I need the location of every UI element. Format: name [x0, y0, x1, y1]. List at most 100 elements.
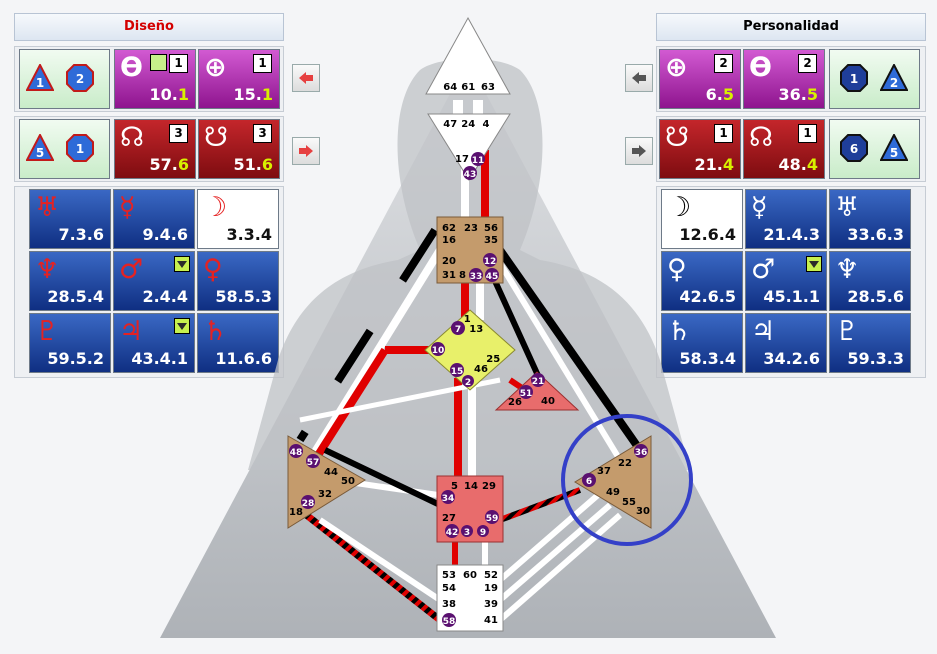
- root-gate: 54: [442, 583, 456, 594]
- design-mars-cell[interactable]: ♂ 2.4.4: [113, 251, 195, 311]
- design-saturn-cell[interactable]: ♄11.6.6: [197, 313, 279, 373]
- design-pluto-cell[interactable]: ♇59.5.2: [29, 313, 111, 373]
- design-uranus-cell[interactable]: ♅7.3.6: [29, 189, 111, 249]
- venus-icon: ♀: [667, 254, 687, 285]
- personality-arrow-left-button[interactable]: [625, 64, 653, 92]
- neptune-icon: ♆: [35, 254, 60, 285]
- root-gate: 41: [484, 615, 498, 626]
- gate-marker-label: 6: [586, 477, 592, 487]
- design-jupiter-cell[interactable]: ♃43.4.1: [113, 313, 195, 373]
- personality-arrow-right-button[interactable]: [625, 137, 653, 165]
- gate-marker-label: 48: [290, 448, 303, 458]
- personality-jupiter-cell[interactable]: ♃34.2.6: [745, 313, 827, 373]
- earth-symbol: ⊕: [204, 52, 227, 83]
- g-gate: 13: [469, 324, 483, 335]
- octagon-badge: 1: [66, 134, 94, 162]
- gate-marker-label: 10: [432, 346, 445, 356]
- planet-value: 34.2.6: [763, 349, 820, 368]
- mars-icon: ♂: [119, 254, 144, 285]
- gate-marker-label: 34: [442, 494, 455, 504]
- design-sun-cell[interactable]: ϴ 1 10.1: [114, 49, 196, 109]
- svg-text:5 14 29 27: 5 14 29 27: [442, 481, 499, 524]
- heart-gate: 26: [508, 397, 522, 408]
- ajna-gate: 4: [483, 119, 490, 130]
- personality-venus-cell[interactable]: ♀ 42.6.5: [661, 251, 743, 311]
- gate-marker-label: 3: [464, 528, 470, 538]
- design-moon-cell[interactable]: ☽3.3.4: [197, 189, 279, 249]
- planet-value: 2.4.4: [142, 287, 188, 306]
- g-gate: 46: [474, 364, 488, 375]
- personality-neptune-cell[interactable]: ♆28.5.6: [829, 251, 911, 311]
- planet-value: 42.6.5: [679, 287, 736, 306]
- throat-gate: 20: [442, 256, 456, 267]
- svg-text:6: 6: [850, 142, 858, 156]
- gate-marker-label: 36: [635, 448, 648, 458]
- throat-gate: 62: [442, 223, 456, 234]
- personality-south-node-cell[interactable]: ☋ 1 21.4: [659, 119, 741, 179]
- pluto-icon: ♇: [35, 316, 60, 347]
- design-south-node-cell[interactable]: ☋ 3 51.6: [198, 119, 280, 179]
- design-north-node-cell[interactable]: ☊ 3 57.6: [114, 119, 196, 179]
- solar-gate: 55: [622, 497, 636, 508]
- personality-earth-cell[interactable]: ⊕ 2 6.5: [659, 49, 741, 109]
- root-gate: 60: [463, 570, 477, 581]
- spleen-gate: 18: [289, 507, 303, 518]
- svg-text:1: 1: [76, 142, 84, 156]
- svg-text:2: 2: [76, 72, 84, 86]
- personality-uranus-cell[interactable]: ♅33.6.3: [829, 189, 911, 249]
- personality-moon-cell[interactable]: ☽12.6.4: [661, 189, 743, 249]
- arrow-up-icon: [150, 54, 167, 71]
- line-number: 2: [714, 54, 733, 73]
- planet-value: 11.6.6: [215, 349, 272, 368]
- design-arrow-right-button[interactable]: [292, 137, 320, 165]
- planet-value: 3.3.4: [226, 225, 272, 244]
- line-number: 1: [253, 54, 272, 73]
- planet-value: 9.4.6: [142, 225, 188, 244]
- svg-text:1: 1: [850, 72, 858, 86]
- design-mercury-cell[interactable]: ☿ 9.4.6: [113, 189, 195, 249]
- north-node-value: 57.6: [149, 155, 189, 174]
- g-gate: 25: [486, 354, 500, 365]
- personality-mercury-cell[interactable]: ☿21.4.3: [745, 189, 827, 249]
- solar-gate: 30: [636, 506, 650, 517]
- channels: [296, 100, 644, 623]
- personality-north-node-cell[interactable]: ☊ 1 48.4: [743, 119, 825, 179]
- design-earth-cell[interactable]: ⊕ 1 15.1: [198, 49, 280, 109]
- planet-value: 45.1.1: [763, 287, 820, 306]
- line-number: 1: [714, 124, 733, 143]
- south-node-symbol: ☋: [665, 122, 689, 153]
- gate-marker: [463, 166, 477, 180]
- sacral-gate: 14: [464, 481, 478, 492]
- line-number: 1: [169, 54, 188, 73]
- triangle-badge: 1: [26, 64, 54, 91]
- design-neptune-cell[interactable]: ♆28.5.4: [29, 251, 111, 311]
- line-number: 1: [798, 124, 817, 143]
- gate-marker-label: 57: [307, 458, 320, 468]
- south-node-value: 51.6: [233, 155, 273, 174]
- gate-marker-label: 58: [443, 617, 456, 627]
- gate-marker-label: 15: [451, 367, 464, 377]
- personality-pluto-cell[interactable]: ♇59.3.3: [829, 313, 911, 373]
- throat-gate: 23: [464, 223, 478, 234]
- north-node-symbol: ☊: [120, 122, 144, 153]
- personality-sun-cell[interactable]: ϴ 2 36.5: [743, 49, 825, 109]
- earth-value: 15.1: [233, 85, 273, 104]
- root-gate: 39: [484, 599, 498, 610]
- neptune-icon: ♆: [835, 254, 860, 285]
- gate-marker-label: 2: [465, 378, 471, 388]
- sun-value: 36.5: [778, 85, 818, 104]
- svg-text:5: 5: [36, 146, 44, 160]
- solar-gate: 37: [597, 466, 611, 477]
- personality-saturn-cell[interactable]: ♄58.3.4: [661, 313, 743, 373]
- gate-marker-label: 11: [472, 156, 485, 166]
- design-profile-badges-1: 1 2: [19, 49, 110, 109]
- personality-profile-badges-2: 6 5: [829, 119, 920, 179]
- sun-value: 10.1: [149, 85, 189, 104]
- mercury-icon: ☿: [119, 192, 136, 223]
- design-venus-cell[interactable]: ♀58.5.3: [197, 251, 279, 311]
- personality-mars-cell[interactable]: ♂45.1.1: [745, 251, 827, 311]
- ajna-gate: 47: [443, 119, 457, 130]
- svg-text:37 22 49 55 30: 37 22 49 55 30: [597, 458, 650, 517]
- design-arrow-left-button[interactable]: [292, 64, 320, 92]
